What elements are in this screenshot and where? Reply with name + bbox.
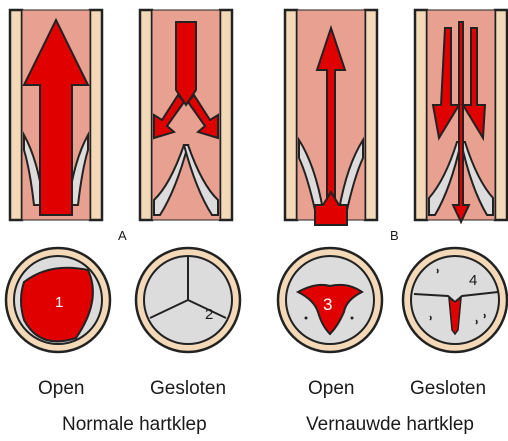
stenotic-closed-vessel (415, 10, 507, 222)
panel-letter-a: A (118, 228, 127, 243)
state-label-stenotic-open: Open (308, 378, 354, 400)
state-label-stenotic-closed: Gesloten (410, 378, 486, 400)
state-label-normal-open: Open (38, 378, 84, 400)
caption-normal-valve: Normale hartklep (62, 414, 207, 436)
valve-number-1: 1 (55, 294, 63, 311)
valve-number-3: 3 (323, 295, 332, 315)
valve-number-4: 4 (469, 272, 477, 289)
valve-number-2: 2 (205, 306, 213, 323)
normal-closed-vessel (140, 10, 232, 220)
normal-closed-cross-section (136, 248, 240, 352)
stenotic-open-vessel (285, 10, 377, 225)
caption-stenotic-valve: Vernauwde hartklep (306, 414, 474, 436)
state-label-normal-closed: Gesloten (150, 378, 226, 400)
normal-open-vessel (10, 10, 102, 220)
stenotic-closed-cross-section (403, 248, 507, 352)
panel-letter-b: B (390, 228, 399, 243)
